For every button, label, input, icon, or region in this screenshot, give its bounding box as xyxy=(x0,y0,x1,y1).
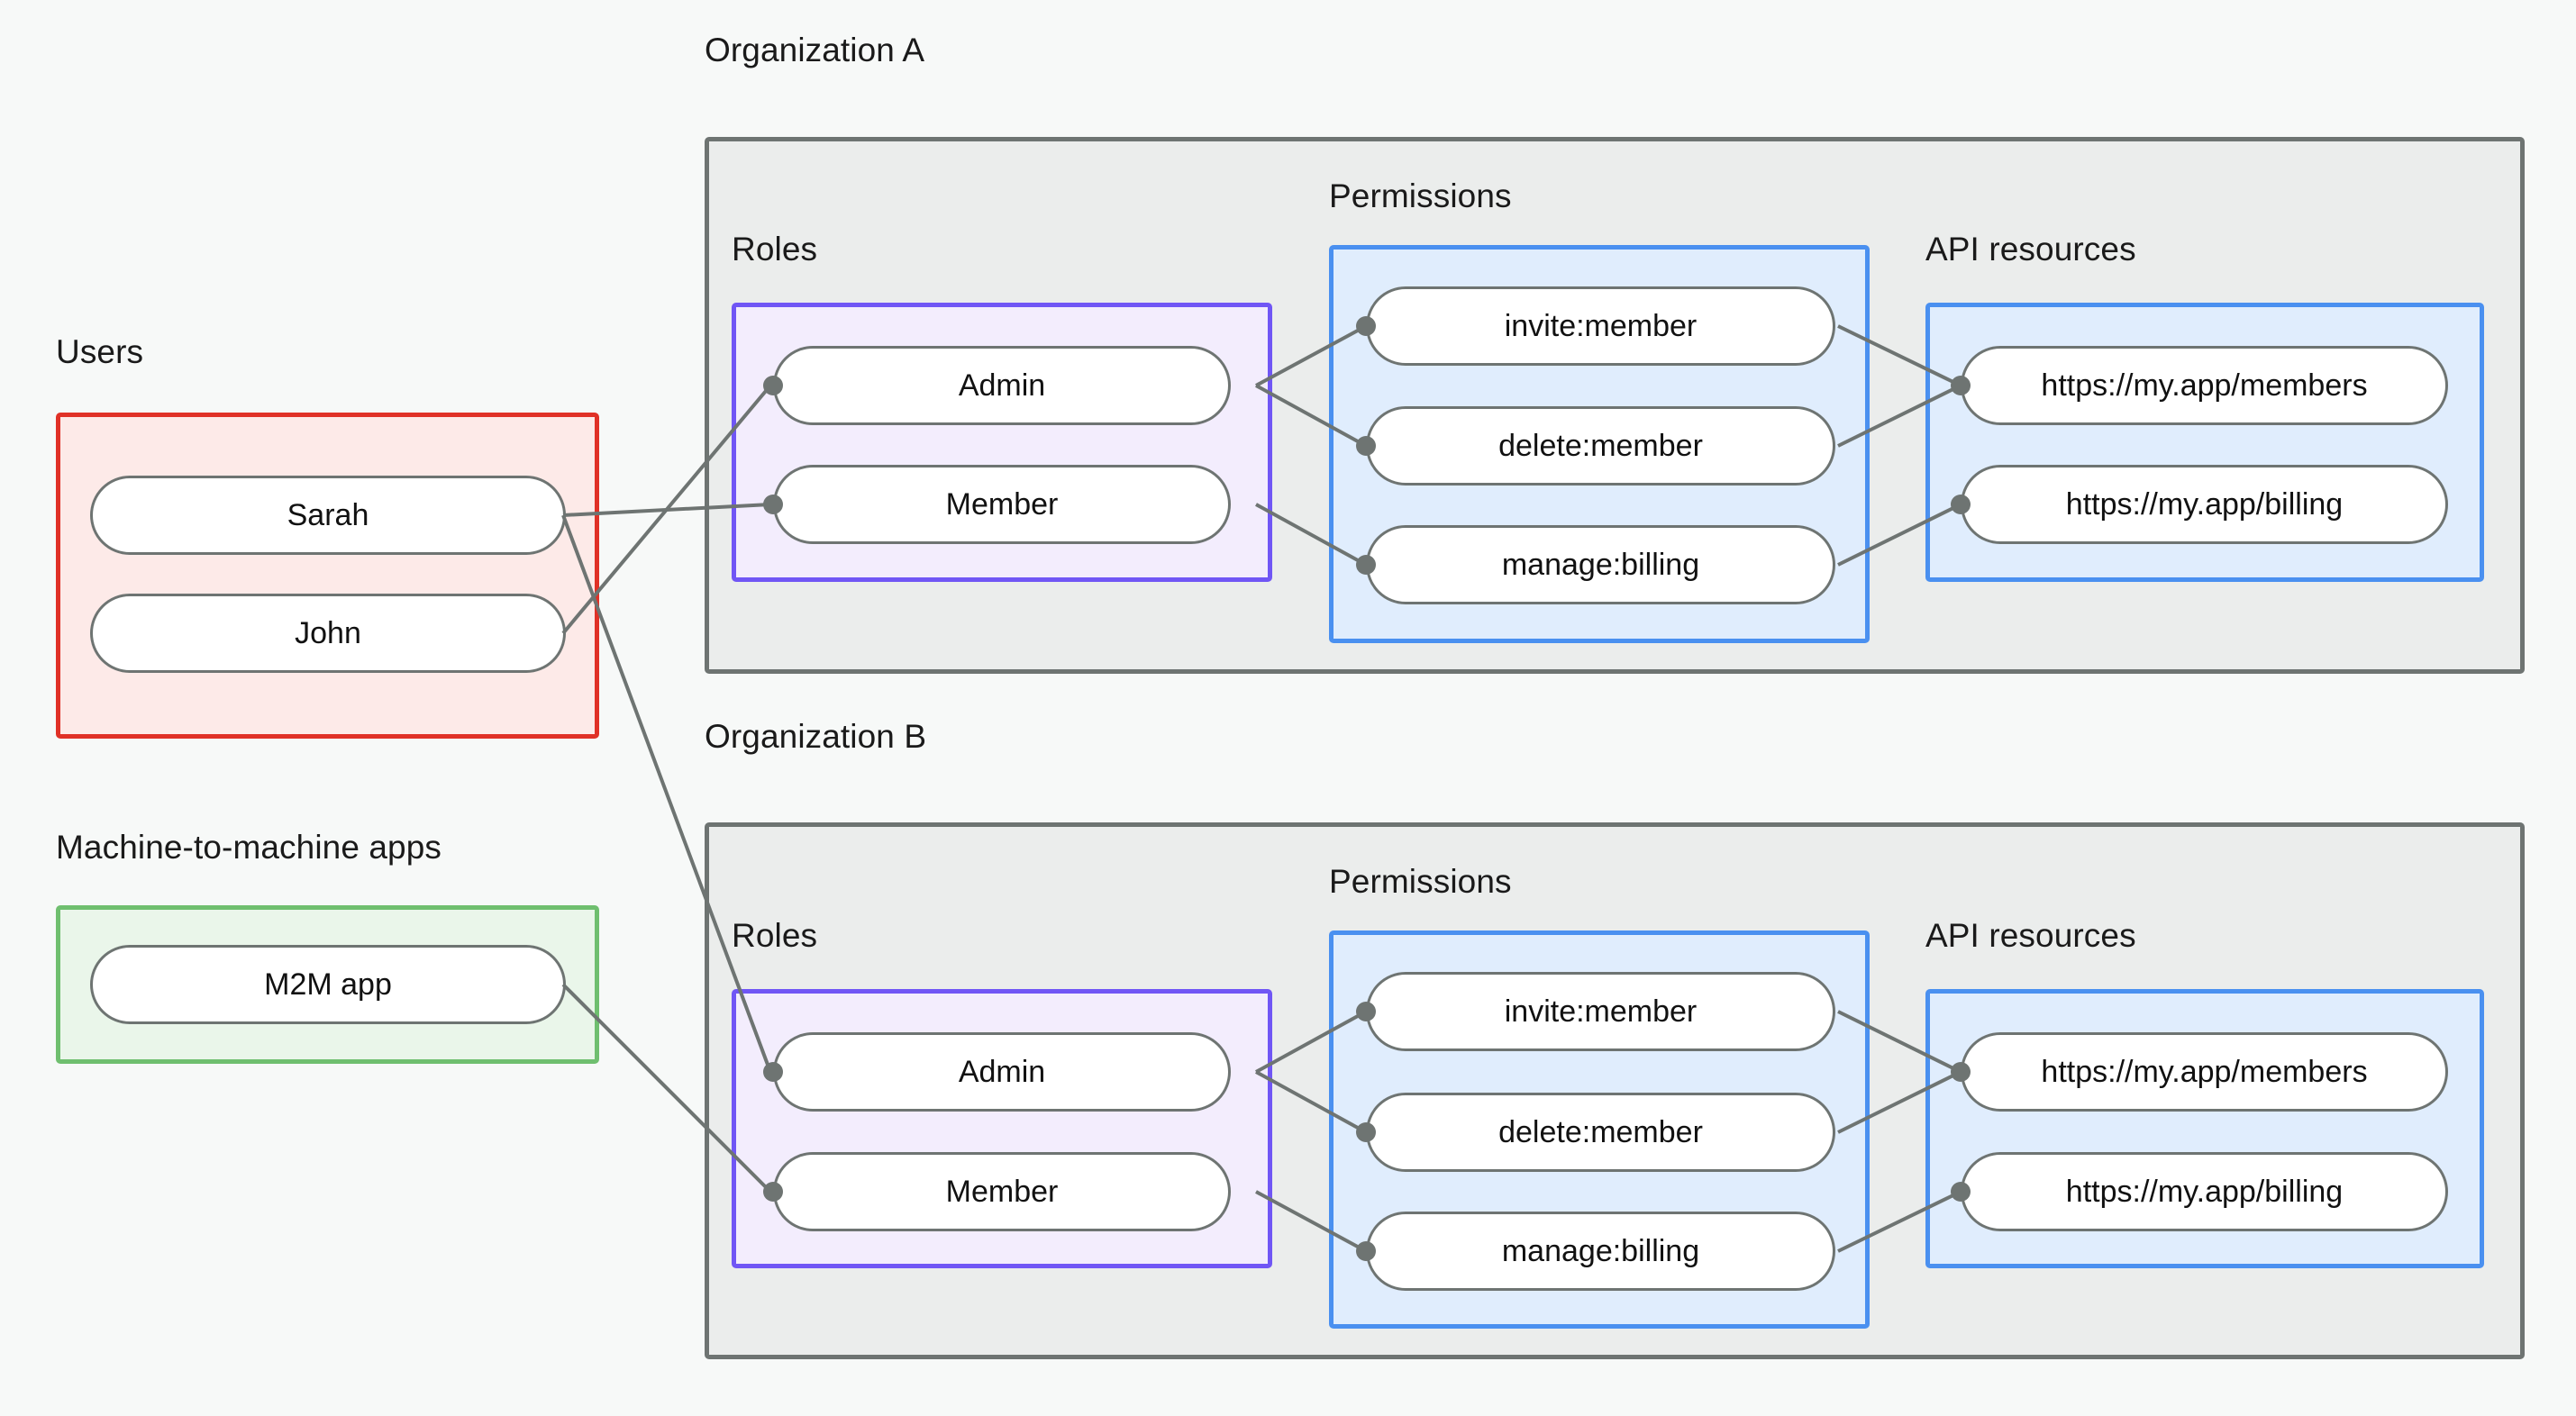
role-label: Admin xyxy=(958,1054,1046,1089)
permission-label: manage:billing xyxy=(1501,1233,1700,1268)
api-resource-label: https://my.app/members xyxy=(2041,368,2368,403)
api-resource-label: https://my.app/members xyxy=(2041,1054,2368,1089)
org-a-permission-delete-member[interactable]: delete:member xyxy=(1366,406,1835,486)
org-b-api-resources-label: API resources xyxy=(1925,917,2136,954)
user-node-sarah[interactable]: Sarah xyxy=(90,476,566,555)
org-a-permissions-label: Permissions xyxy=(1329,177,1512,214)
org-b-permissions-label: Permissions xyxy=(1329,863,1512,900)
org-a-role-admin[interactable]: Admin xyxy=(773,346,1231,425)
permission-label: invite:member xyxy=(1504,994,1698,1029)
api-resource-label: https://my.app/billing xyxy=(2065,1174,2344,1209)
user-node-john[interactable]: John xyxy=(90,594,566,673)
org-b-permission-delete-member[interactable]: delete:member xyxy=(1366,1093,1835,1172)
org-a-role-member[interactable]: Member xyxy=(773,465,1231,544)
org-b-title: Organization B xyxy=(705,718,927,755)
role-label: Admin xyxy=(958,368,1046,403)
m2m-label: M2M app xyxy=(264,967,392,1002)
user-label: Sarah xyxy=(287,497,369,532)
org-a-roles-label: Roles xyxy=(732,231,818,268)
role-label: Member xyxy=(945,1174,1059,1209)
org-a-api-resource-billing[interactable]: https://my.app/billing xyxy=(1961,465,2448,544)
permission-label: manage:billing xyxy=(1501,547,1700,582)
user-label: John xyxy=(295,615,361,650)
org-b-permission-manage-billing[interactable]: manage:billing xyxy=(1366,1212,1835,1291)
org-b-role-member[interactable]: Member xyxy=(773,1152,1231,1231)
permission-label: invite:member xyxy=(1504,308,1698,343)
org-b-api-resource-billing[interactable]: https://my.app/billing xyxy=(1961,1152,2448,1231)
org-b-roles-label: Roles xyxy=(732,917,818,954)
org-a-permission-invite-member[interactable]: invite:member xyxy=(1366,286,1835,366)
permission-label: delete:member xyxy=(1498,1114,1703,1149)
users-group-label: Users xyxy=(56,333,144,370)
m2m-group-label: Machine-to-machine apps xyxy=(56,829,442,866)
org-b-permission-invite-member[interactable]: invite:member xyxy=(1366,972,1835,1051)
org-b-api-resource-members[interactable]: https://my.app/members xyxy=(1961,1032,2448,1112)
api-resource-label: https://my.app/billing xyxy=(2065,486,2344,522)
users-container xyxy=(56,413,599,739)
org-b-role-admin[interactable]: Admin xyxy=(773,1032,1231,1112)
org-a-title: Organization A xyxy=(705,32,925,68)
org-a-permission-manage-billing[interactable]: manage:billing xyxy=(1366,525,1835,604)
permission-label: delete:member xyxy=(1498,428,1703,463)
org-a-api-resources-label: API resources xyxy=(1925,231,2136,268)
org-a-api-resource-members[interactable]: https://my.app/members xyxy=(1961,346,2448,425)
m2m-node-app[interactable]: M2M app xyxy=(90,945,566,1024)
role-label: Member xyxy=(945,486,1059,522)
